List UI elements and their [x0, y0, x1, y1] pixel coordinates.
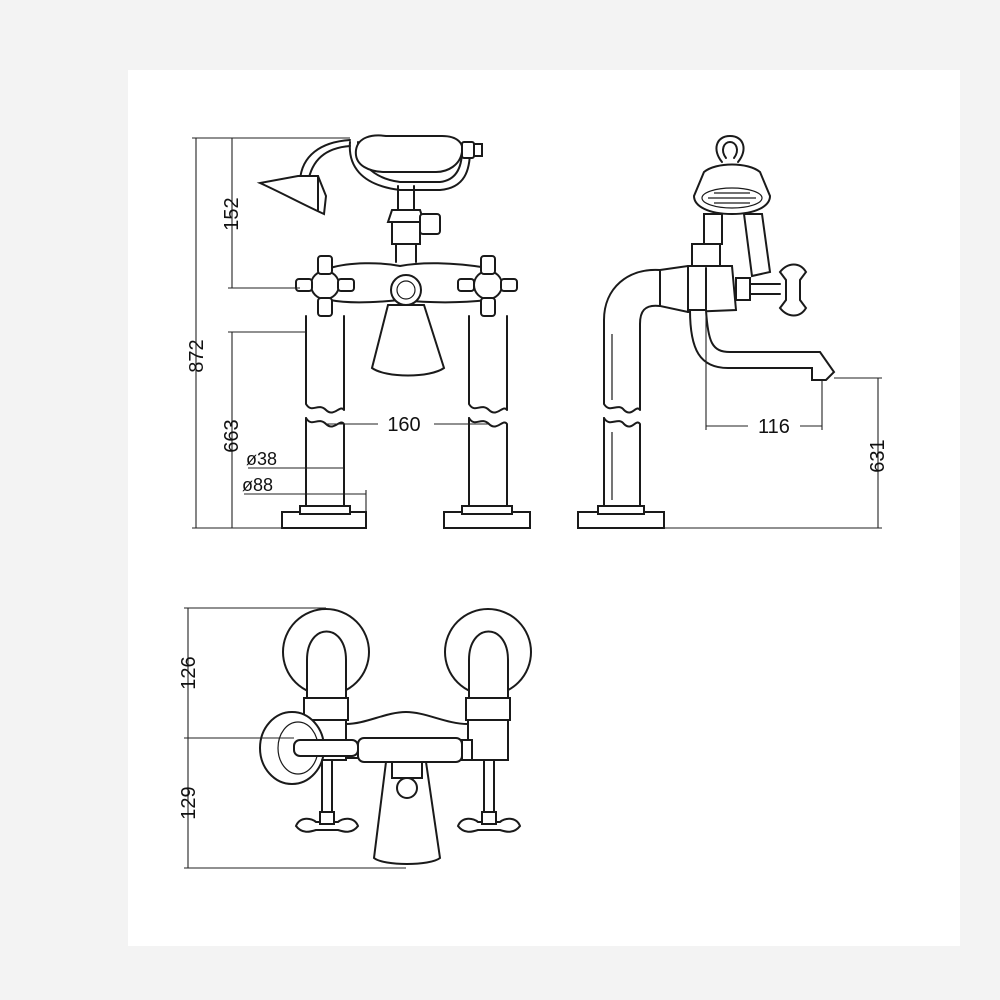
dim-o88: ø88: [242, 475, 273, 495]
dim-663: 663: [221, 419, 243, 452]
dim-160: 160: [387, 414, 420, 436]
dim-152: 152: [221, 197, 243, 230]
side-elevation: [577, 135, 836, 529]
dim-872: 872: [186, 339, 208, 372]
plan-view: [259, 608, 532, 865]
plan-dimensions: 126 129: [178, 607, 406, 869]
front-dimensions: 872 152 663 160 ø38 ø88: [186, 137, 488, 529]
dim-o38: ø38: [246, 449, 277, 469]
dim-126: 126: [178, 656, 200, 689]
dim-631: 631: [867, 439, 889, 472]
side-dimensions: 116 631: [664, 300, 889, 529]
dim-116: 116: [758, 416, 790, 438]
right-crosshead: [457, 255, 518, 317]
drawing-sheet: [128, 70, 960, 946]
front-elevation: [256, 134, 531, 529]
left-crosshead: [295, 255, 355, 317]
dim-129: 129: [178, 786, 200, 819]
